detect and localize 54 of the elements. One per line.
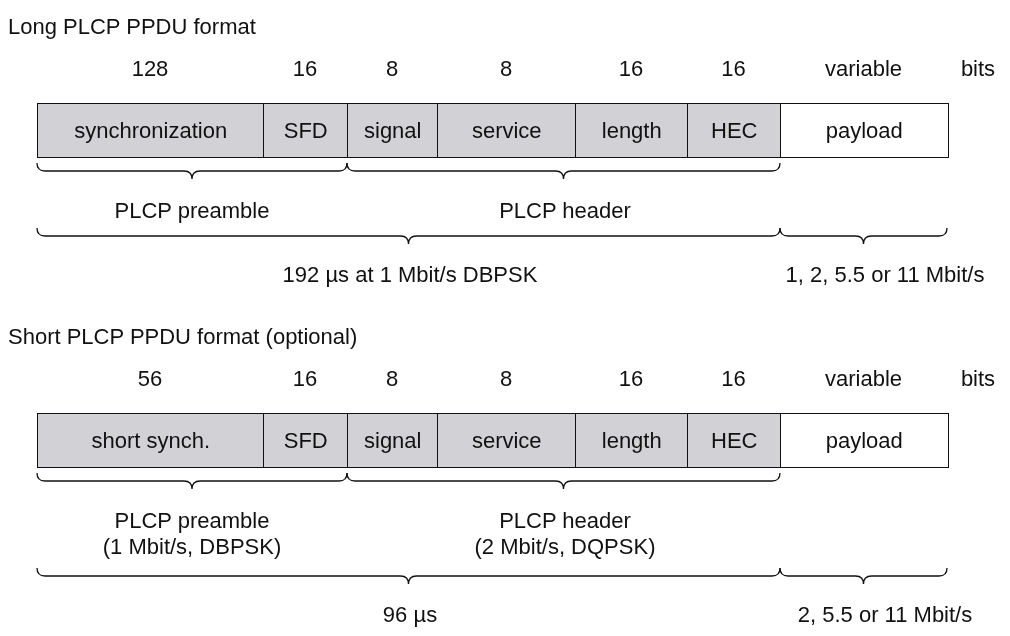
field-box [263,413,349,468]
field-label: length [601,117,662,144]
bit-count: 16 [292,366,318,392]
unit-label: bits [960,366,996,392]
field-box [347,413,439,468]
brace-label: PLCP header [499,198,631,224]
field-box [780,103,949,158]
bit-count: 16 [618,366,644,392]
field-box [263,103,349,158]
brace-label: PLCP header (2 Mbit/s, DQPSK) [474,508,656,560]
bit-count: 8 [499,366,513,392]
bit-count: 8 [385,366,399,392]
field-box [575,103,689,158]
field-label: short synch. [91,427,211,454]
bit-count: 16 [721,366,746,392]
field-label: SFD [283,117,328,144]
field-label: signal [364,427,422,454]
unit-label: bits [960,56,996,82]
field-label: payload [825,427,903,454]
field-box [37,103,265,158]
bit-count: variable [825,56,902,82]
field-box [575,413,689,468]
field-box [687,413,782,468]
field-box [37,413,265,468]
format-heading: Short PLCP PPDU format (optional) [8,324,358,350]
field-label: SFD [283,427,328,454]
field-label: service [471,117,542,144]
brace-label: 96 µs [382,602,438,628]
field-label: payload [825,117,903,144]
brace-label: 1, 2, 5.5 or 11 Mbit/s [785,262,985,288]
field-label: service [471,427,542,454]
bit-count: 16 [721,56,746,82]
field-label: length [601,427,662,454]
bit-count: variable [825,366,902,392]
field-box [687,103,782,158]
format-heading: Long PLCP PPDU format [8,14,256,40]
field-label: HEC [711,427,758,454]
bit-count: 16 [618,56,644,82]
field-label: HEC [711,117,758,144]
brace-label: PLCP preamble (1 Mbit/s, DBPSK) [102,508,282,560]
field-box [347,103,439,158]
bit-count: 56 [137,366,163,392]
brace-label: PLCP preamble [114,198,270,224]
brace-label: 192 µs at 1 Mbit/s DBPSK [282,262,538,288]
field-box [780,413,949,468]
field-box [437,413,577,468]
bit-count: 8 [499,56,513,82]
bit-count: 128 [131,56,169,82]
bit-count: 16 [292,56,318,82]
field-label: signal [364,117,422,144]
bit-count: 8 [385,56,399,82]
field-label: synchronization [74,117,228,144]
brace-label: 2, 5.5 or 11 Mbit/s [797,602,973,628]
field-box [437,103,577,158]
